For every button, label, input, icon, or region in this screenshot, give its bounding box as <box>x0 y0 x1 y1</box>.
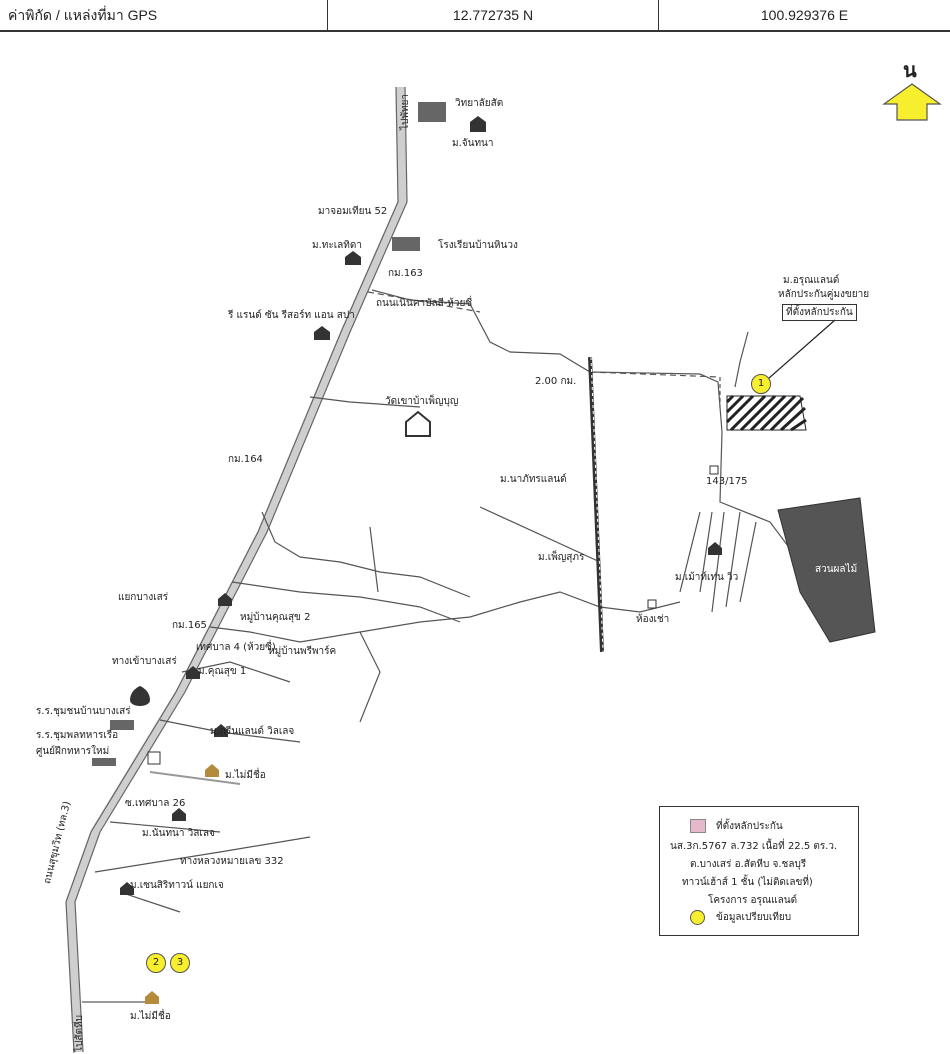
label-khunsuk2: หมู่บ้านคุณสุข 2 <box>240 612 311 623</box>
label-km165: กม.165 <box>172 620 207 631</box>
label-thesaban4: เทศบาล 4 (ห้วยซื่) <box>196 642 276 653</box>
label-arunland-sub: หลักประกันคู่มงขยาย <box>778 289 870 300</box>
plantation-block <box>777 497 876 643</box>
label-resort: รี แรนด์ ซัน รีสอร์ท แอน สปา <box>228 310 355 321</box>
secondary-roads <box>82 289 831 1003</box>
legend-site: ที่ตั้งหลักประกัน <box>716 821 783 832</box>
label-noname1: ม.ไม่มีชื่อ <box>225 770 266 781</box>
label-chanthana: ม.จันทนา <box>452 138 494 149</box>
marker-2: 2 <box>146 953 166 973</box>
north-label: น <box>903 58 917 82</box>
label-to-pattaya: ไปพัทยา <box>400 93 411 130</box>
legend-project: โครงการ อรุณแลนด์ <box>708 895 798 906</box>
label-monastery: วัดเขาบ้าเพ็ญบุญ <box>385 396 459 407</box>
label-training: ศูนย์ฝึกทหารใหม่ <box>36 746 110 757</box>
railway <box>588 356 604 653</box>
label-km163: กม.163 <box>388 268 423 279</box>
label-road-local: ถนนเนินคาบัลสี-ห้วยซื่ <box>376 298 473 309</box>
legend-comparable: ข้อมูลเปรียบเทียบ <box>716 912 792 923</box>
label-school: โรงเรียนบ้านหินวง <box>438 240 518 251</box>
label-college: วิทยาลัยสัต <box>455 98 504 109</box>
map-legend: ที่ตั้งหลักประกัน นส.3ก.5767 ล.732 เนื้อ… <box>659 806 859 936</box>
label-phenphon: ม.เพ็ญสุภร <box>538 552 585 563</box>
label-nanthana: ม.นันทนา วิลเลจ <box>142 828 215 839</box>
legend-comparable-swatch <box>690 910 705 925</box>
legend-building: ทาวน์เฮ้าส์ 1 ชั้น (ไม่ติดเลขที่) <box>682 877 813 888</box>
label-khunsuk1: ม.คุณสุข 1 <box>198 666 247 677</box>
label-soi52: มาจอมเทียน 52 <box>318 206 388 217</box>
label-to-sattahip: ไปสัตหีบ <box>74 1015 85 1052</box>
gps-latitude: 12.772735 N <box>328 0 659 30</box>
label-thalethida: ม.ทะเลทิดา <box>312 240 362 251</box>
gps-header: ค่าพิกัด / แหล่งที่มา GPS 12.772735 N 10… <box>0 0 950 32</box>
legend-deed: นส.3ก.5767 ล.732 เนื้อที่ 22.5 ตร.ว. <box>670 841 838 852</box>
label-noname2: ม.ไม่มีชื่อ <box>130 1011 171 1022</box>
label-number-143: 143/175 <box>706 476 748 487</box>
label-greenland: ม.กรีนแลนด์ วิลเลจ <box>210 726 295 737</box>
gps-longitude: 100.929376 E <box>760 7 849 23</box>
label-sensiri: ม.เซนสิริทาวน์ แยกเจ <box>130 880 224 891</box>
label-site-box: ที่ตั้งหลักประกัน <box>782 304 857 321</box>
label-school3: ร.ร.ชุมพลทหารเรือ <box>36 730 119 741</box>
label-km164: กม.164 <box>228 454 263 465</box>
legend-site-swatch <box>690 819 706 833</box>
label-plantation: สวนผลไม้ <box>815 564 858 575</box>
label-mountain-view: ม.เม้าท์เท่น วิว <box>675 572 739 583</box>
map-canvas <box>65 83 942 1053</box>
gps-label: ค่าพิกัด / แหล่งที่มา GPS <box>0 0 328 30</box>
label-natphat: ม.นาภัทรแลนด์ <box>500 474 567 485</box>
location-map: วิทยาลัยสัต ม.จันทนา มาจอมเทียน 52 ม.ทะเ… <box>0 32 950 1054</box>
label-distance: 2.00 กม. <box>535 376 577 387</box>
label-to-bangsaray: ทางเข้าบางเสร่ <box>112 656 177 667</box>
north-arrow-icon <box>882 83 942 121</box>
legend-address: ต.บางเสร่ อ.สัตหีบ จ.ชลบุรี <box>690 859 807 870</box>
marker-1: 1 <box>751 374 771 394</box>
label-hw332: ทางหลวงหมายเลข 332 <box>180 856 284 867</box>
label-school2: ร.ร.ชุมชนบ้านบางเสร่ <box>36 706 131 717</box>
building-icons <box>92 102 722 1004</box>
subject-site <box>725 319 836 432</box>
label-thesaban26: ซ.เทศบาล 26 <box>125 798 186 809</box>
label-arunland: ม.อรุณแลนด์ <box>783 275 840 286</box>
label-hongcha: ห้องเช่า <box>636 614 670 625</box>
marker-3: 3 <box>170 953 190 973</box>
label-pruksa: หมู่บ้านพรีพาร์ค <box>268 646 337 657</box>
main-highway <box>65 86 408 1053</box>
label-bangsaray: แยกบางเสร่ <box>118 592 169 603</box>
